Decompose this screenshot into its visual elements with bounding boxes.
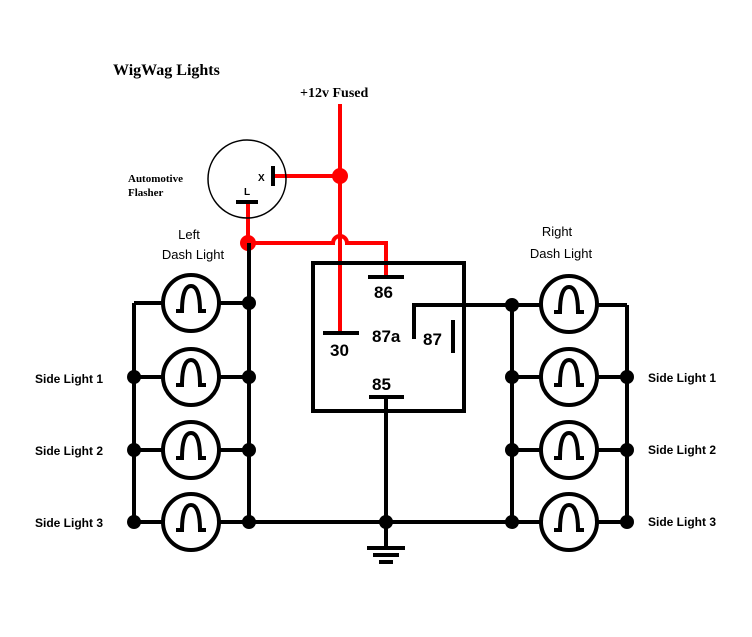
flasher-pin-l-label: L	[244, 187, 250, 198]
flasher-label-line2: Flasher	[128, 187, 164, 199]
left-dash-label-line1: Left	[178, 227, 200, 242]
right-dash-label-line2: Dash Light	[530, 246, 593, 261]
right-side-light-2-label: Side Light 2	[648, 443, 716, 457]
supply-label: +12v Fused	[300, 86, 368, 101]
right-side-light-3-label: Side Light 3	[648, 515, 716, 529]
flasher-label-line1: Automotive	[128, 173, 183, 185]
left-side-light-2-bulb-icon	[161, 420, 221, 480]
right-dash-label-line1: Right	[542, 224, 573, 239]
right-dash-bulb-icon	[539, 274, 599, 334]
relay-pin-30-label: 30	[330, 341, 349, 360]
left-dash-label-line2: Dash Light	[162, 247, 225, 262]
left-side-light-1-label: Side Light 1	[35, 372, 103, 386]
left-side-light-1-bulb-icon	[161, 347, 221, 407]
left-side-light-2-label: Side Light 2	[35, 444, 103, 458]
relay-pin-86-label: 86	[374, 283, 393, 302]
power-wiring	[246, 104, 388, 332]
right-side-light-2-bulb-icon	[539, 420, 599, 480]
right-side-light-1-bulb-icon	[539, 347, 599, 407]
left-side-light-3-label: Side Light 3	[35, 516, 103, 530]
right-side-light-1-label: Side Light 1	[648, 371, 716, 385]
supply-junction-dot	[332, 168, 348, 184]
relay-pin-87a-label: 87a	[372, 327, 401, 346]
flasher-pin-x-label: X	[258, 173, 265, 184]
pin86-wire	[248, 234, 388, 277]
right-side-light-3-bulb-icon	[539, 492, 599, 552]
left-dash-bulb-icon	[161, 273, 221, 333]
relay-body	[311, 261, 466, 413]
left-side-light-3-bulb-icon	[161, 492, 221, 552]
diagram-title: WigWag Lights	[113, 62, 220, 79]
junction-dots	[127, 296, 634, 529]
ground-wiring	[132, 243, 629, 564]
relay-pin-85-label: 85	[372, 375, 391, 394]
pin87a-contact	[412, 303, 464, 339]
flasher-body	[207, 139, 287, 219]
bulbs	[161, 273, 599, 552]
relay-pin-87-label: 87	[423, 330, 442, 349]
